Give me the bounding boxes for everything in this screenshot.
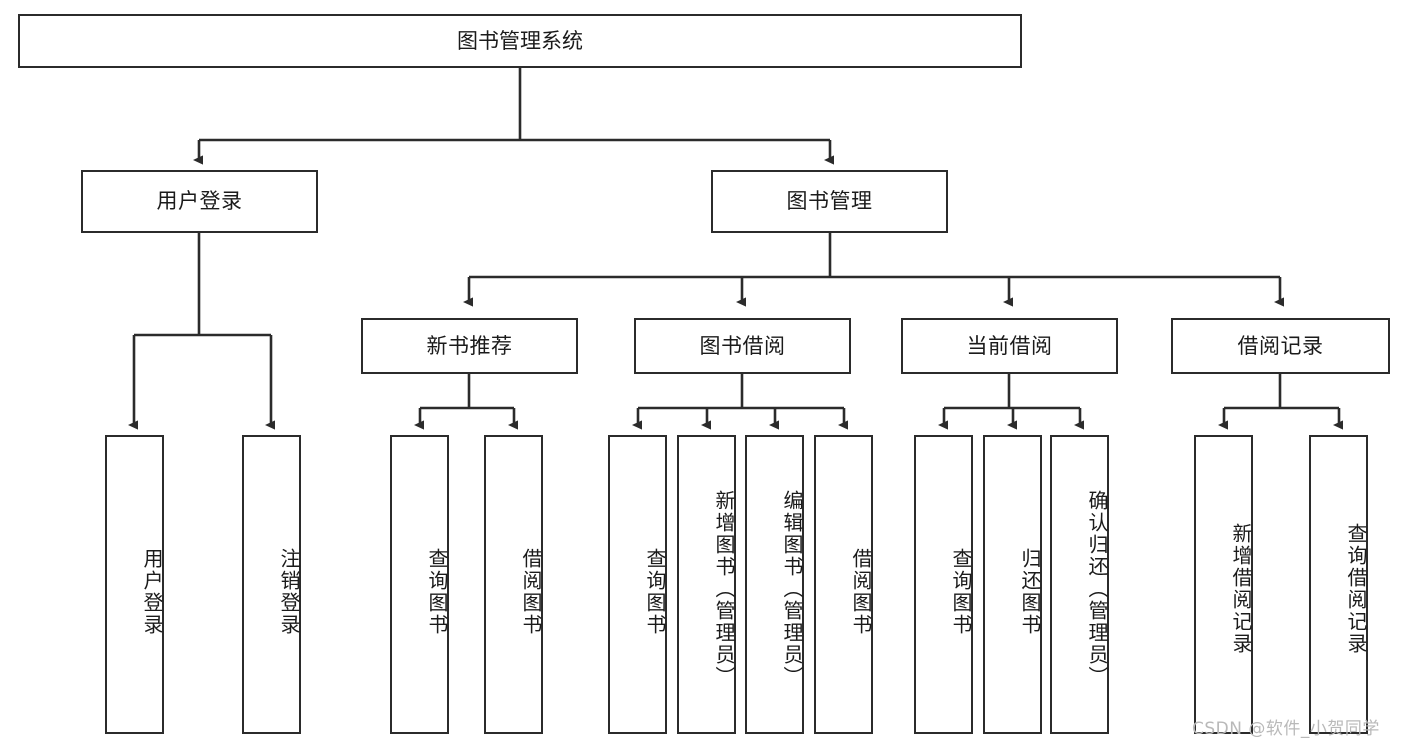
node-new-book-recommend[interactable]: 新书推荐 [361,318,578,374]
node-leaf-query-book-1[interactable]: 查询图书 [390,435,449,734]
node-label: 编辑图书（管理员） [780,489,804,688]
node-leaf-return-book[interactable]: 归还图书 [983,435,1042,734]
node-leaf-query-book-2[interactable]: 查询图书 [608,435,667,734]
node-label: 新增图书（管理员） [712,489,736,688]
node-label: 借阅记录 [1237,333,1324,358]
node-label: 用户登录 [140,547,164,636]
node-label: 注销登录 [277,547,301,636]
node-label: 查询借阅记录 [1344,522,1368,655]
node-label: 当前借阅 [966,333,1053,358]
node-leaf-borrow-book-2[interactable]: 借阅图书 [814,435,873,734]
node-leaf-add-record[interactable]: 新增借阅记录 [1194,435,1253,734]
node-label: 确认归还（管理员） [1085,489,1109,688]
node-leaf-borrow-book-1[interactable]: 借阅图书 [484,435,543,734]
node-label: 图书借阅 [699,333,786,358]
node-label: 查询图书 [425,547,449,636]
node-leaf-add-book[interactable]: 新增图书（管理员） [677,435,736,734]
node-label: 新书推荐 [426,333,513,358]
node-leaf-logout[interactable]: 注销登录 [242,435,301,734]
csdn-watermark: CSDN @软件_小贺同学 [1192,719,1380,739]
node-user-login[interactable]: 用户登录 [81,170,318,233]
node-book-borrow[interactable]: 图书借阅 [634,318,851,374]
node-leaf-confirm-return[interactable]: 确认归还（管理员） [1050,435,1109,734]
node-borrow-record[interactable]: 借阅记录 [1171,318,1390,374]
node-label: 用户登录 [156,189,243,214]
node-leaf-query-book-3[interactable]: 查询图书 [914,435,973,734]
node-leaf-query-record[interactable]: 查询借阅记录 [1309,435,1368,734]
node-current-borrow[interactable]: 当前借阅 [901,318,1118,374]
node-label: 借阅图书 [849,547,873,636]
node-label: 图书管理系统 [457,28,583,53]
node-label: 借阅图书 [519,547,543,636]
node-label: 图书管理 [786,189,873,214]
node-leaf-user-login[interactable]: 用户登录 [105,435,164,734]
node-label: 新增借阅记录 [1229,522,1253,655]
node-book-manage[interactable]: 图书管理 [711,170,948,233]
node-leaf-edit-book[interactable]: 编辑图书（管理员） [745,435,804,734]
node-label: 查询图书 [643,547,667,636]
node-label: 查询图书 [949,547,973,636]
node-root-system[interactable]: 图书管理系统 [18,14,1022,68]
node-label: 归还图书 [1018,547,1042,636]
